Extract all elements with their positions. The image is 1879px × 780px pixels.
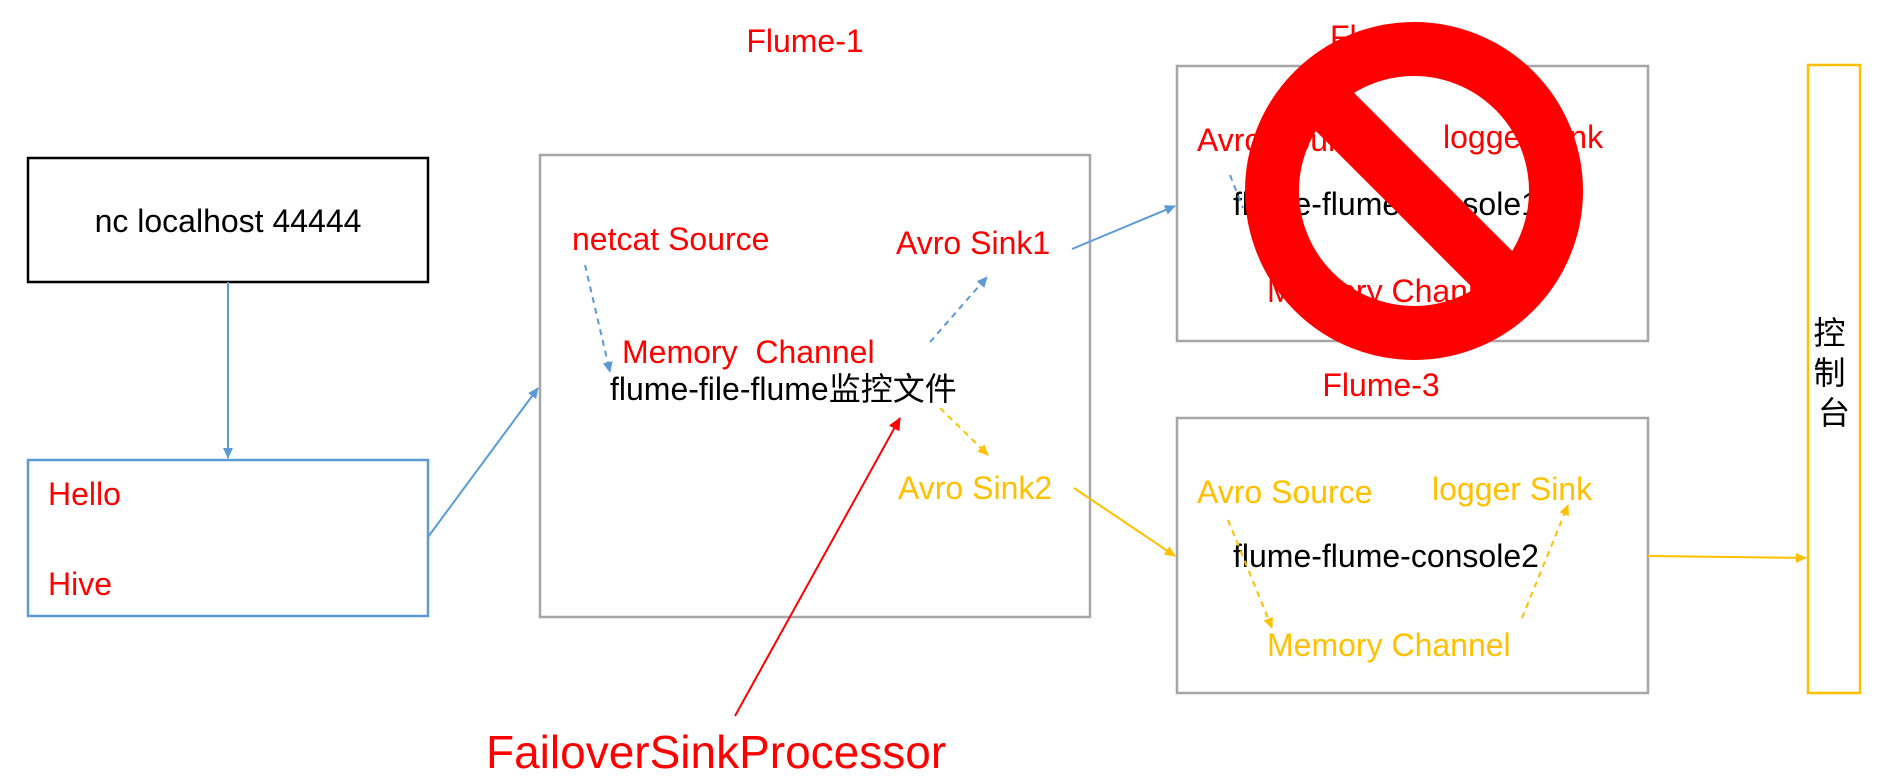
flume1-source-label: netcat Source (572, 221, 769, 257)
channel-to-sink1-arrow (929, 276, 988, 343)
flume3-sink-label: logger Sink (1432, 471, 1593, 507)
input-line-hive: Hive (48, 566, 112, 602)
flume3-to-console-arrow (1647, 552, 1807, 563)
console-label-char-2: 制 (1814, 355, 1846, 391)
failover-processor-arrow (734, 417, 901, 717)
prohibited-icon (1245, 22, 1583, 360)
sink1-to-flume2-arrow (1071, 205, 1176, 250)
flume1-sink2-label: Avro Sink2 (898, 470, 1052, 506)
source-to-channel-arrow (584, 264, 613, 373)
flume3-agent: Flume-3 Avro Source logger Sink flume-fl… (1175, 367, 1650, 695)
nc-command-box: nc localhost 44444 (26, 156, 430, 284)
sink2-to-flume3-arrow (1073, 487, 1176, 557)
input-text-box: Hello Hive (26, 458, 430, 618)
console-label-char-1: 控 (1814, 315, 1846, 351)
flume1-sink1-label: Avro Sink1 (896, 225, 1050, 261)
console-box: 控 制 台 (1806, 63, 1862, 695)
flume2-source-to-channel-arrow (1229, 174, 1244, 209)
flume3-channel-label: Memory Channel (1267, 627, 1511, 663)
flume1-title: Flume-1 (746, 23, 863, 59)
flume1-channel-label: Memory Channel (622, 334, 875, 370)
flume1-agent: Flume-1 netcat Source Memory Channel flu… (538, 23, 1092, 619)
flume3-source-label: Avro Source (1197, 474, 1373, 510)
console-label: 控 制 台 (1814, 315, 1855, 431)
flume3-config-label: flume-flume-console2 (1233, 538, 1539, 574)
failover-processor-label: FailoverSinkProcessor (486, 726, 946, 778)
input-to-flume1-arrow (427, 387, 539, 538)
flume1-config-label: flume-file-flume监控文件 (610, 371, 957, 407)
flume3-source-to-channel-arrow (1227, 519, 1273, 629)
channel-to-sink2-arrow (939, 407, 989, 456)
console-label-char-3: 台 (1818, 395, 1850, 431)
nc-command-label: nc localhost 44444 (95, 203, 362, 239)
input-line-hello: Hello (48, 476, 121, 512)
flume3-channel-to-sink-arrow (1521, 504, 1569, 619)
flume3-title: Flume-3 (1322, 367, 1439, 403)
